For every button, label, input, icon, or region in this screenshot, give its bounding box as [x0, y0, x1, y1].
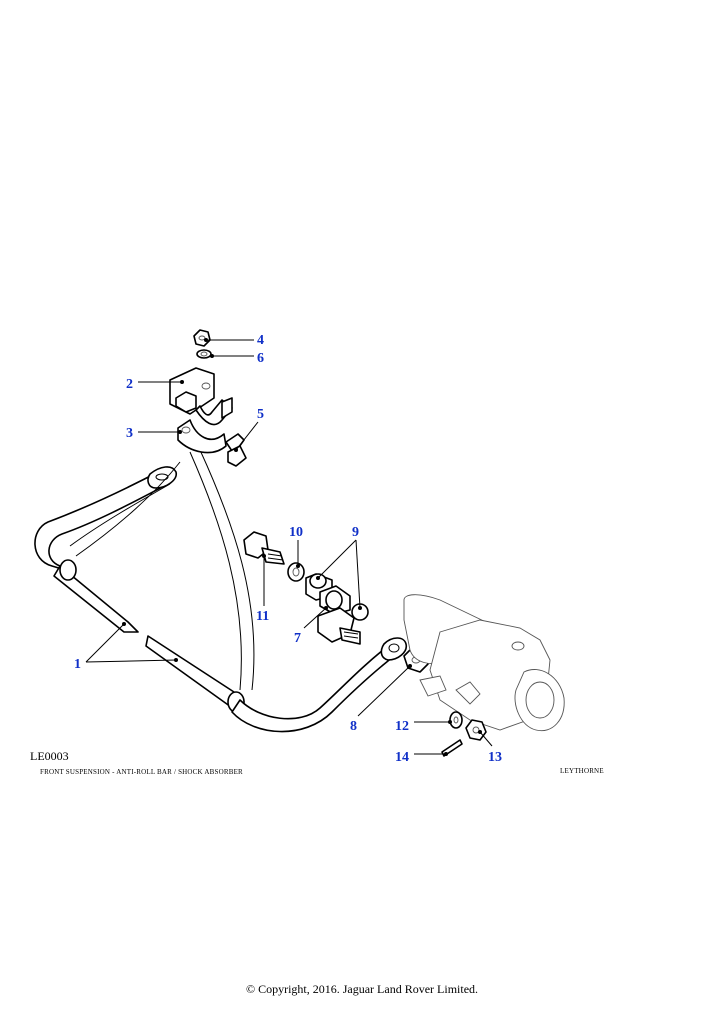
drop-link	[317, 607, 361, 645]
callout-10[interactable]: 10	[289, 525, 303, 540]
callout-5[interactable]: 5	[257, 407, 264, 422]
leader-lines	[85, 338, 493, 756]
callout-9[interactable]: 9	[352, 525, 359, 540]
castle-nut	[465, 719, 487, 741]
callout-12[interactable]: 12	[395, 719, 409, 734]
anti-roll-bar	[34, 449, 408, 733]
callout-7[interactable]: 7	[294, 631, 301, 646]
clamp-washer	[196, 349, 212, 359]
split-pin	[441, 739, 463, 757]
diagram-code: LE0003	[30, 749, 69, 763]
clamp-nut	[193, 329, 211, 347]
callout-11[interactable]: 11	[256, 609, 269, 624]
link-washer	[287, 562, 305, 582]
callout-3[interactable]: 3	[126, 426, 133, 441]
diagram-title: FRONT SUSPENSION - ANTI-ROLL BAR / SHOCK…	[40, 768, 243, 776]
callout-1[interactable]: 1	[74, 657, 81, 672]
callout-6[interactable]: 6	[257, 351, 264, 366]
callout-13[interactable]: 13	[488, 750, 502, 765]
callouts: 1 2 3 4 5 6 7 8 9 10 11 12 13 14	[74, 333, 502, 765]
diagram-artist: LEYTHORNE	[560, 767, 604, 775]
callout-14[interactable]: 14	[395, 750, 409, 765]
callout-4[interactable]: 4	[257, 333, 264, 348]
copyright-notice: © Copyright, 2016. Jaguar Land Rover Lim…	[245, 982, 479, 996]
callout-8[interactable]: 8	[350, 719, 357, 734]
bar-clamp-assembly	[169, 367, 233, 454]
callout-2[interactable]: 2	[126, 377, 133, 392]
lower-washer	[449, 711, 463, 729]
axle-housing	[403, 594, 565, 732]
